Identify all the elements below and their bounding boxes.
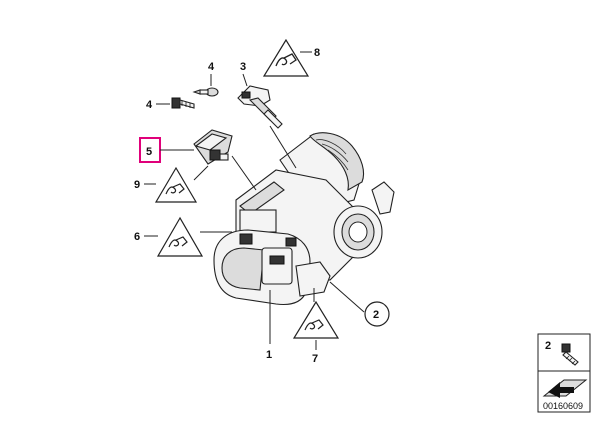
- pressure-sensor: [193, 129, 233, 165]
- callout-9: 9: [134, 179, 140, 191]
- legend-panel: 2 00160609: [537, 333, 591, 413]
- callout-4-left: 4: [146, 99, 153, 111]
- leader-line-9b: [193, 165, 209, 181]
- callout-7: 7: [312, 353, 318, 365]
- leader-line-3: [242, 73, 248, 87]
- arrow-plate-icon: [542, 379, 588, 398]
- warning-triangle-icon: [156, 216, 204, 257]
- warning-triangle-icon: [292, 300, 340, 339]
- leader-line-3b: [269, 125, 297, 169]
- temperature-sensor: [237, 85, 283, 129]
- warning-triangle-icon: [262, 38, 310, 77]
- callout-circle-2: [364, 301, 390, 327]
- leader-line-2: [329, 281, 365, 313]
- callout-5: 5: [146, 146, 152, 158]
- screw-icon: [192, 87, 219, 97]
- warning-triangle-icon: [154, 166, 198, 203]
- callout-1: 1: [266, 349, 272, 361]
- bolt-icon: [561, 343, 579, 366]
- diagram-id: 00160609: [543, 401, 583, 411]
- legend-item-number: 2: [545, 340, 551, 352]
- callout-2: 2: [373, 309, 379, 321]
- leader-line-5b: [231, 155, 257, 191]
- callout-3: 3: [240, 61, 246, 73]
- callout-4-top: 4: [208, 61, 215, 73]
- callout-6: 6: [134, 231, 140, 243]
- callout-8: 8: [314, 47, 320, 59]
- throttle-body-assembly: [213, 132, 395, 306]
- bolt-icon: [171, 97, 195, 109]
